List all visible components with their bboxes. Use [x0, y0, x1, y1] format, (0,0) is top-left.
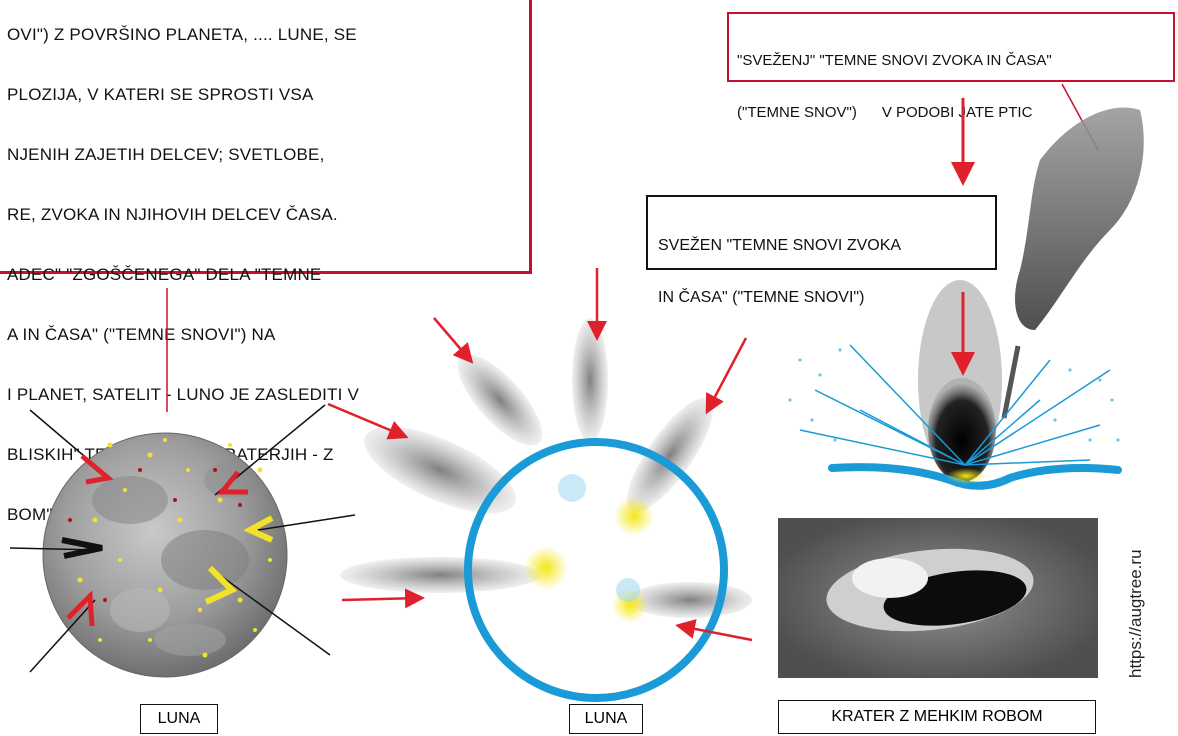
bundle-label-line-1: "SVEŽENJ" "TEMNE SNOVI ZVOKA IN ČASA"	[737, 48, 1173, 74]
main-line: I PLANET, SATELIT - LUNO JE ZASLEDITI V	[7, 380, 527, 410]
main-line: BOM".	[7, 500, 527, 530]
bundle-label-line-2: ("TEMNE SNOV") V PODOBI JATE PTIC	[737, 100, 1173, 126]
luna-label-center: LUNA	[569, 704, 643, 734]
bundle-label-2-line-2: IN ČASA" ("TEMNE SNOVI")	[658, 285, 993, 311]
crater-label: KRATER Z MEHKIM ROBOM	[778, 700, 1096, 734]
watermark-url: https://augtree.ru	[1126, 549, 1146, 678]
main-line: NJENIH ZAJETIH DELCEV; SVETLOBE,	[7, 140, 527, 170]
main-line: OVI") Z POVRŠINO PLANETA, .... LUNE, SE	[7, 20, 527, 50]
main-line: ADEC" "ZGOŠČENEGA" DELA "TEMNE	[7, 260, 527, 290]
bundle-label-box: "SVEŽENJ" "TEMNE SNOVI ZVOKA IN ČASA" ("…	[727, 12, 1175, 82]
bundle-label-2-box: SVEŽEN "TEMNE SNOVI ZVOKA IN ČASA" ("TEM…	[646, 195, 997, 270]
main-line: RE, ZVOKA IN NJIHOVIH DELCEV ČASA.	[7, 200, 527, 230]
bundle-label-2-text: SVEŽEN "TEMNE SNOVI ZVOKA IN ČASA" ("TEM…	[658, 207, 993, 337]
crater-photo	[778, 518, 1098, 678]
main-description-box: OVI") Z POVRŠINO PLANETA, .... LUNE, SE …	[0, 0, 532, 274]
main-line: PLOZIJA, V KATERI SE SPROSTI VSA	[7, 80, 527, 110]
bundle-label-2-line-1: SVEŽEN "TEMNE SNOVI ZVOKA	[658, 233, 993, 259]
main-description-text: OVI") Z POVRŠINO PLANETA, .... LUNE, SE …	[7, 0, 527, 560]
main-line: BLISKIH" TER NASTALIH KRATERJIH - Z	[7, 440, 527, 470]
bundle-label-text: "SVEŽENJ" "TEMNE SNOVI ZVOKA IN ČASA" ("…	[737, 22, 1173, 152]
luna-label-left: LUNA	[140, 704, 218, 734]
main-line: A IN ČASA" ("TEMNE SNOVI") NA	[7, 320, 527, 350]
